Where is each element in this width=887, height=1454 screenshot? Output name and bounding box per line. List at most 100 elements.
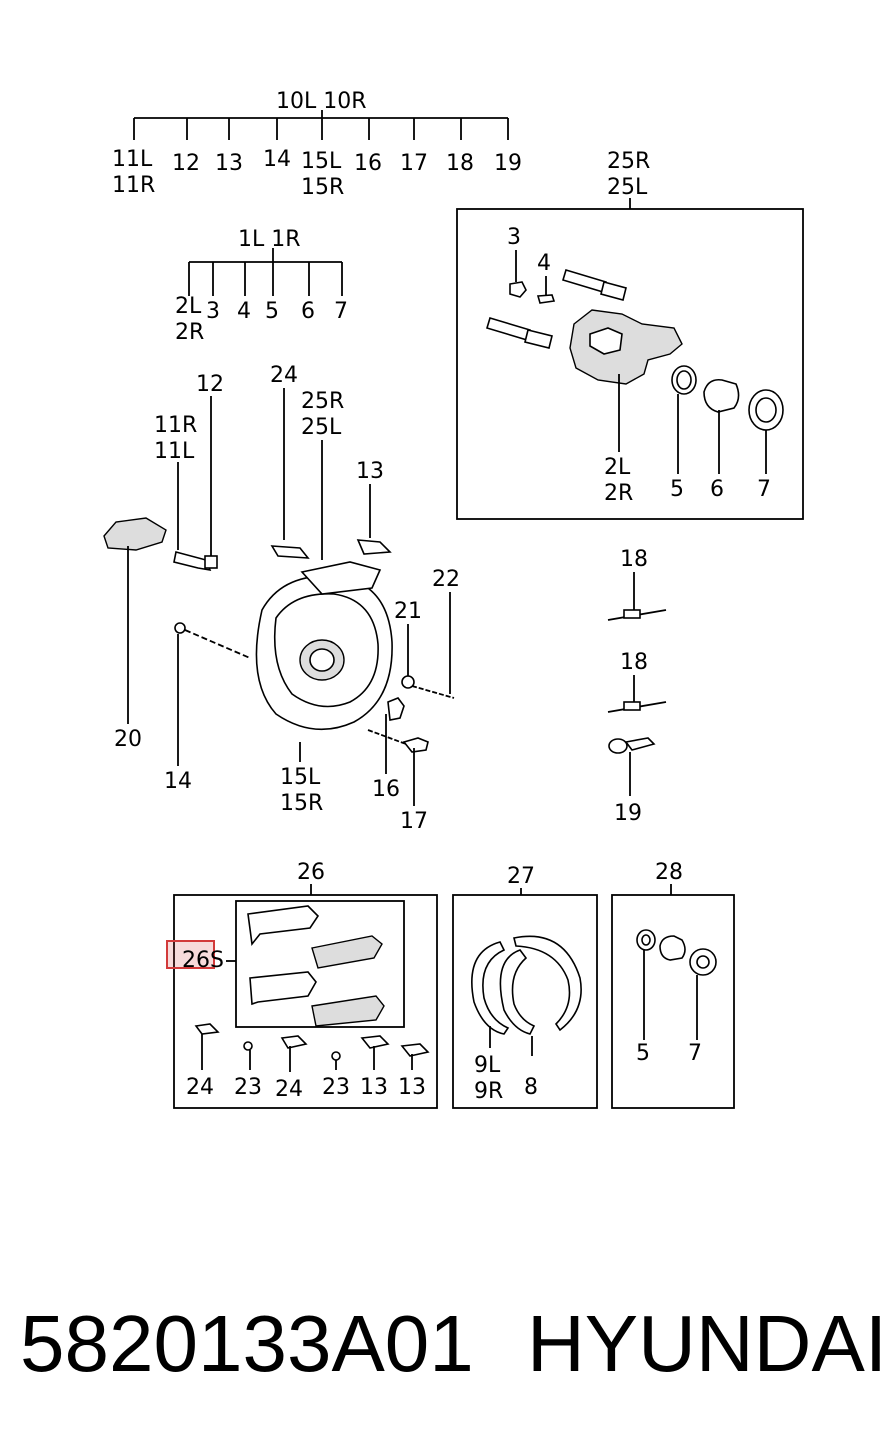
mid-label-19[interactable]: 19 [614, 801, 642, 826]
kit-label-27[interactable]: 27 [507, 864, 535, 889]
mid-label-11R[interactable]: 11R [154, 413, 197, 438]
caliper-label-2R[interactable]: 2R [604, 481, 633, 506]
part-number: 5820133A01 [20, 1299, 474, 1388]
mid-label-25L[interactable]: 25L [301, 415, 342, 440]
label-2R[interactable]: 2R [175, 320, 204, 345]
mid-label-14[interactable]: 14 [164, 769, 192, 794]
clip-13b-icon [400, 1043, 430, 1057]
nut-icon [401, 675, 415, 689]
highlight-26S [166, 940, 215, 969]
kit-27-box [452, 894, 598, 1109]
mid-label-22[interactable]: 22 [432, 567, 460, 592]
piston-icon [703, 378, 740, 413]
caliper-label-5[interactable]: 5 [670, 477, 684, 502]
guide-pin-boot-upper-icon [600, 281, 627, 301]
label-15L[interactable]: 15L [301, 149, 342, 174]
kit-label-23a[interactable]: 23 [234, 1075, 262, 1100]
guide-pin-lower-icon [486, 317, 531, 341]
label-7[interactable]: 7 [334, 299, 348, 324]
clip-24b-icon [280, 1035, 308, 1049]
caliper-label-4[interactable]: 4 [537, 251, 551, 276]
label-1L-1R[interactable]: 1L 1R [238, 227, 301, 252]
kit-label-13a[interactable]: 13 [360, 1075, 388, 1100]
tree-10L-10R: 10L 10R 11L 11R 12 13 14 15L 15R 16 17 1… [112, 89, 522, 200]
mid-label-20[interactable]: 20 [114, 727, 142, 752]
label-10L-10R[interactable]: 10L 10R [276, 89, 367, 114]
pin-23b-icon [331, 1051, 341, 1061]
mid-label-18a[interactable]: 18 [620, 547, 648, 572]
adjuster-lever-icon [173, 551, 212, 572]
spring-clip-lower-icon [623, 701, 641, 711]
tree-1L-1R: 1L 1R 2L 2R 3 4 5 6 7 [175, 227, 348, 345]
caliper-body-icon [569, 309, 683, 385]
label-6[interactable]: 6 [301, 299, 315, 324]
kit-label-5[interactable]: 5 [636, 1041, 650, 1066]
mid-label-11L[interactable]: 11L [154, 439, 195, 464]
kit-label-28[interactable]: 28 [655, 860, 683, 885]
clip-13a-icon [360, 1035, 390, 1049]
kit-label-23b[interactable]: 23 [322, 1075, 350, 1100]
kit-label-24b[interactable]: 24 [275, 1077, 303, 1102]
spring-clip-upper-icon [623, 609, 641, 619]
brake-pad-1-icon [247, 905, 320, 946]
caliper-label-7[interactable]: 7 [757, 477, 771, 502]
label-11R[interactable]: 11R [112, 173, 155, 198]
kit-label-26S[interactable]: 26S [182, 948, 224, 973]
kit-label-24a[interactable]: 24 [186, 1075, 214, 1100]
mid-label-21[interactable]: 21 [394, 599, 422, 624]
kit-label-7[interactable]: 7 [688, 1041, 702, 1066]
kit-label-8[interactable]: 8 [524, 1075, 538, 1100]
brake-pad-2-icon [311, 935, 383, 969]
label-14[interactable]: 14 [263, 147, 291, 172]
mid-label-15L[interactable]: 15L [280, 765, 321, 790]
label-3[interactable]: 3 [206, 299, 220, 324]
label-18[interactable]: 18 [446, 151, 474, 176]
label-16[interactable]: 16 [354, 151, 382, 176]
label-15R[interactable]: 15R [301, 175, 344, 200]
caliper-label-3[interactable]: 3 [507, 225, 521, 250]
pin-23a-icon [243, 1041, 253, 1051]
label-11L[interactable]: 11L [112, 147, 153, 172]
caliper-label-2L[interactable]: 2L [604, 455, 631, 480]
brake-shoe-3-icon [513, 935, 582, 1032]
kit-label-9L[interactable]: 9L [474, 1053, 501, 1078]
adjuster-spring-icon [387, 697, 405, 721]
lever-pin-icon [204, 555, 218, 569]
kit-26s-inner-box [235, 900, 405, 1028]
label-17[interactable]: 17 [400, 151, 428, 176]
mid-label-13[interactable]: 13 [356, 459, 384, 484]
mid-label-15R[interactable]: 15R [280, 791, 323, 816]
mid-label-17[interactable]: 17 [400, 809, 428, 834]
mid-label-25R[interactable]: 25R [301, 389, 344, 414]
mid-label-12[interactable]: 12 [196, 372, 224, 397]
label-25R[interactable]: 25R [607, 149, 650, 174]
label-13[interactable]: 13 [215, 151, 243, 176]
brake-pad-3-icon [249, 971, 317, 1006]
label-5[interactable]: 5 [265, 299, 279, 324]
guide-pin-boot-lower-icon [524, 329, 553, 349]
brake-pad-4-icon [311, 995, 385, 1027]
kit-label-26[interactable]: 26 [297, 860, 325, 885]
kit-27-group: 27 9L 9R 8 [452, 864, 598, 1109]
mid-label-18b[interactable]: 18 [620, 650, 648, 675]
mid-label-24[interactable]: 24 [270, 363, 298, 388]
kit-piston-icon [659, 935, 686, 961]
mid-label-16[interactable]: 16 [372, 777, 400, 802]
label-25L[interactable]: 25L [607, 175, 648, 200]
wheel-cylinder-icon [103, 517, 167, 551]
label-2L[interactable]: 2L [175, 294, 202, 319]
kit-label-9R[interactable]: 9R [474, 1079, 503, 1104]
label-12[interactable]: 12 [172, 151, 200, 176]
upper-spring-icon [300, 561, 382, 595]
caliper-box [456, 208, 804, 520]
kit-28-group: 28 5 7 [611, 860, 735, 1109]
label-19[interactable]: 19 [494, 151, 522, 176]
caliper-label-6[interactable]: 6 [710, 477, 724, 502]
drum-brake-assembly: 12 11R 11L 24 25R 25L 13 20 14 15L 15R [103, 363, 667, 834]
cable-end-icon [174, 622, 186, 634]
kit-label-13b[interactable]: 13 [398, 1075, 426, 1100]
brake-shoe-2-icon [499, 949, 536, 1035]
label-4[interactable]: 4 [237, 299, 251, 324]
bleeder-cap-icon [509, 281, 527, 298]
